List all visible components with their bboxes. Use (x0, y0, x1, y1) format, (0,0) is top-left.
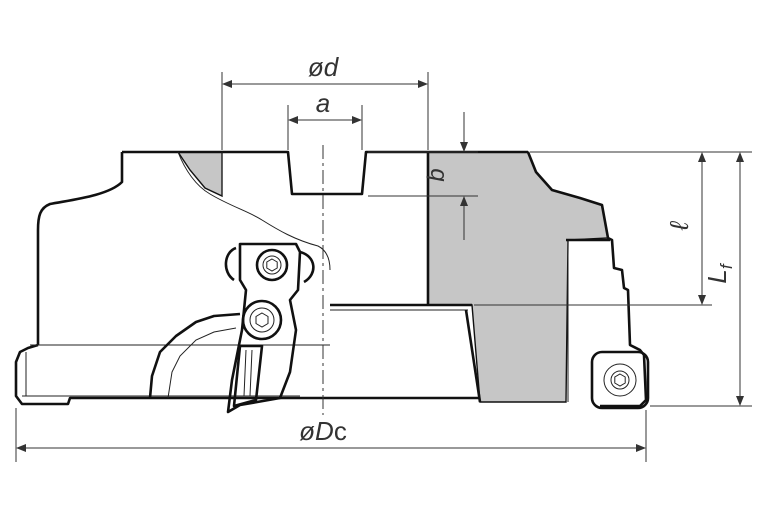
body-left-shoulder (36, 152, 124, 345)
wedge-screw-upper (255, 248, 289, 282)
cutting-insert (232, 344, 264, 408)
chip-pocket (148, 312, 241, 399)
wedge-screw-lower (241, 299, 283, 341)
cross-section-hatch (427, 151, 609, 403)
label-lf: Lf (702, 262, 736, 283)
bottom-flange (14, 343, 480, 406)
break-line (177, 151, 331, 271)
body-right-outline (526, 151, 648, 408)
label-dc: øDc (299, 416, 347, 446)
wedge-head (224, 246, 315, 284)
side-screw (590, 350, 650, 410)
label-b: b (423, 168, 450, 181)
label-a: a (316, 88, 330, 118)
chip-pocket-inner (167, 327, 237, 399)
label-l: ℓ (664, 220, 694, 231)
label-od: ød (308, 52, 340, 82)
insert-shade (243, 349, 253, 397)
lower-bore-taper (464, 309, 482, 403)
upper-left-cut-section (176, 151, 223, 198)
wedge-clamp (226, 242, 302, 414)
